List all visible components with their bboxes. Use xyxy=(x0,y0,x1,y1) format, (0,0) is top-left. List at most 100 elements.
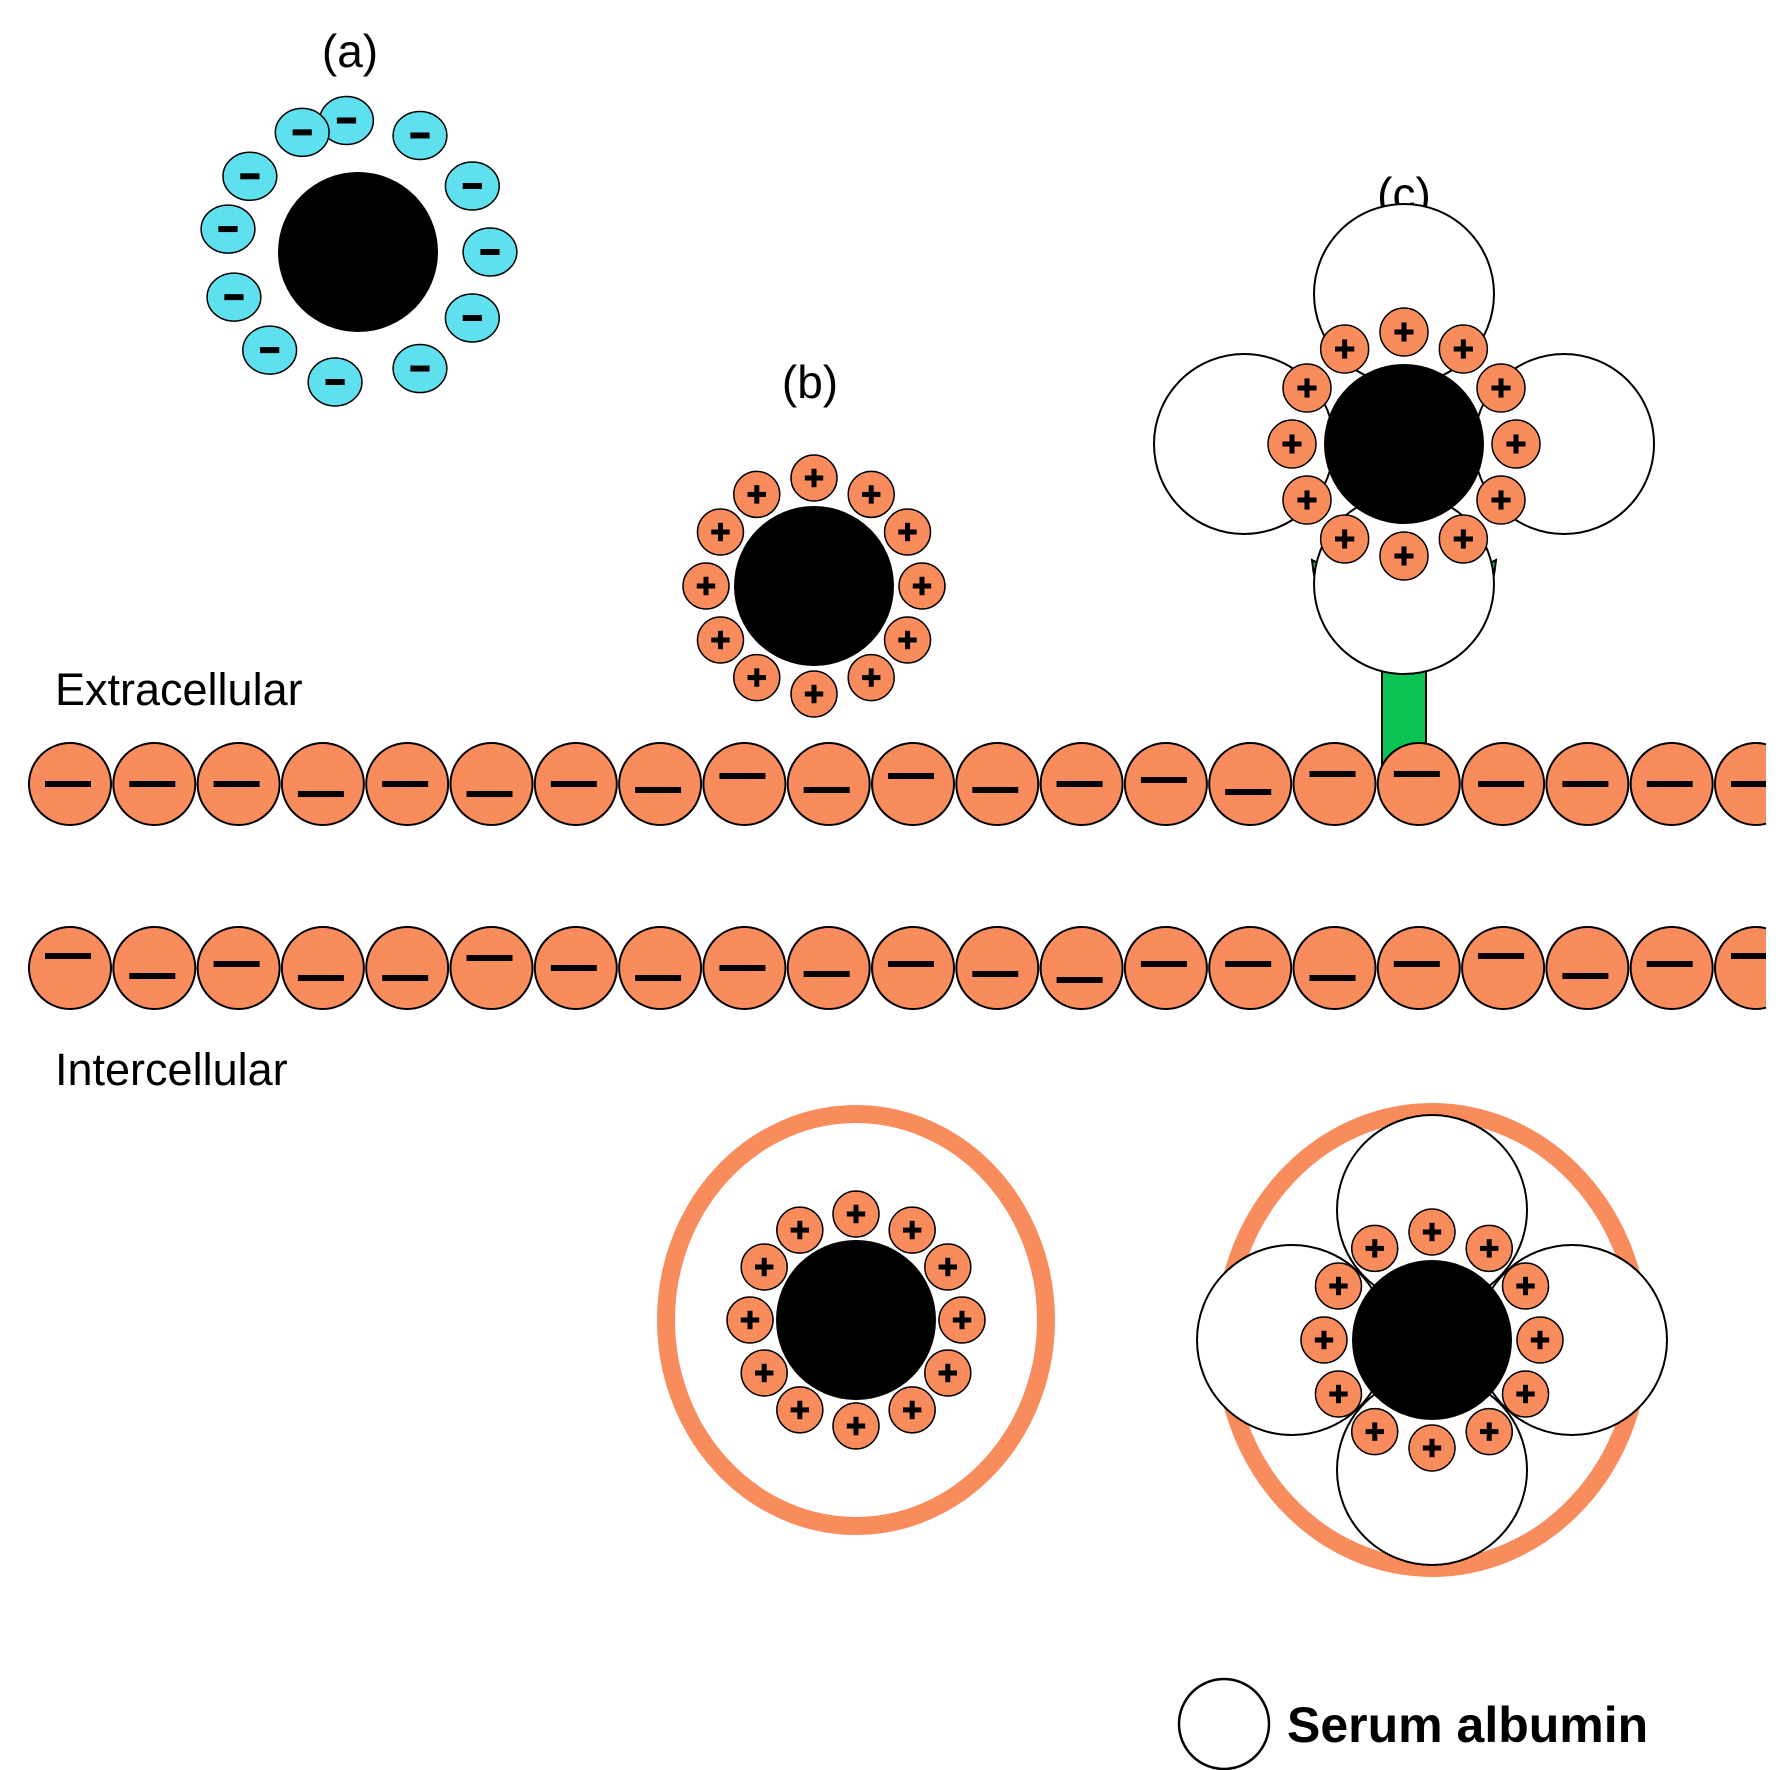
negative-ligand xyxy=(206,272,262,322)
positive-charge-sign xyxy=(1523,1384,1529,1404)
nanoparticle-core xyxy=(776,1240,936,1400)
negative-charge-sign xyxy=(1140,961,1187,967)
positive-ligand xyxy=(733,470,781,519)
negative-charge-sign xyxy=(260,347,280,354)
positive-ligand xyxy=(888,1386,936,1434)
positive-charge-sign xyxy=(754,668,760,687)
lipid-headgroup xyxy=(365,742,450,826)
positive-ligand xyxy=(1351,1224,1399,1273)
endocytic-vesicle-positive-nanoparticle xyxy=(657,1105,1055,1535)
positive-ligand xyxy=(1491,419,1541,469)
positive-ligand xyxy=(1300,1316,1348,1364)
positive-charge-sign xyxy=(1401,322,1407,342)
lipid-headgroup xyxy=(1123,926,1208,1010)
negative-charge-sign xyxy=(719,773,766,779)
positive-charge-sign xyxy=(754,485,760,504)
negative-charge-sign xyxy=(224,294,244,301)
negative-charge-sign xyxy=(1646,961,1693,967)
lipid-headgroup xyxy=(1208,926,1293,1010)
negative-charge-sign xyxy=(45,781,91,787)
intercellular-label: Intercellular xyxy=(55,1044,288,1095)
negative-charge-sign xyxy=(1731,953,1766,959)
negative-charge-sign xyxy=(888,961,934,967)
negative-charge-sign xyxy=(550,781,597,787)
positive-ligand xyxy=(832,1402,880,1450)
positive-ligand xyxy=(1465,1407,1513,1456)
nanoparticle-core xyxy=(1352,1260,1512,1420)
lipid-headgroup xyxy=(1714,926,1766,1010)
lipid-headgroup xyxy=(280,926,365,1010)
negative-charge-sign xyxy=(462,183,482,189)
negative-charge-sign xyxy=(382,781,429,787)
lipid-headgroup xyxy=(871,742,955,826)
positive-ligand xyxy=(1319,324,1370,374)
negative-ligand xyxy=(318,95,375,146)
lipid-headgroup xyxy=(955,926,1040,1010)
nanoparticle-core xyxy=(734,506,894,666)
negative-charge-sign xyxy=(462,315,482,321)
positive-charge-sign xyxy=(761,1363,767,1383)
positive-charge-sign xyxy=(1537,1330,1543,1350)
lipid-headgroup xyxy=(1208,742,1293,826)
serum-albumin-legend-symbol xyxy=(1177,1677,1271,1770)
positive-ligand xyxy=(1516,1316,1564,1364)
positive-charge-sign xyxy=(1429,1222,1435,1242)
lipid-headgroup xyxy=(618,926,703,1010)
negative-charge-sign xyxy=(1056,781,1103,787)
negative-charge-sign xyxy=(325,378,345,385)
legend-label: Serum albumin xyxy=(1287,1697,1648,1753)
positive-ligand xyxy=(1465,1224,1513,1273)
lipid-headgroup xyxy=(1461,926,1546,1010)
positive-charge-sign xyxy=(853,1204,859,1224)
positive-ligand xyxy=(883,508,932,556)
lipid-headgroup xyxy=(449,742,534,826)
positive-ligand xyxy=(1476,475,1526,525)
positive-ligand xyxy=(1351,1407,1399,1456)
panel-label-a: (a) xyxy=(322,25,378,77)
extracellular-label: Extracellular xyxy=(55,664,303,715)
negative-charge-sign xyxy=(1562,781,1609,787)
lipid-headgroup xyxy=(1545,742,1630,826)
positive-charge-sign xyxy=(1335,1276,1341,1296)
negative-charge-sign xyxy=(803,971,850,977)
membrane-outer-leaflet xyxy=(28,742,1766,826)
positive-ligand xyxy=(924,1243,972,1291)
negative-charge-sign xyxy=(213,961,260,967)
positive-ligand xyxy=(1476,363,1526,413)
positive-charge-sign xyxy=(1498,378,1504,398)
negative-charge-sign xyxy=(1056,977,1103,983)
negative-charge-sign xyxy=(803,787,850,793)
positive-ligand xyxy=(1379,307,1429,357)
positive-ligand xyxy=(1501,1370,1550,1418)
positive-ligand xyxy=(1408,1424,1456,1472)
positive-ligand xyxy=(898,562,946,610)
positive-charge-sign xyxy=(1289,434,1295,454)
positive-charge-sign xyxy=(1401,546,1407,566)
lipid-headgroup xyxy=(871,926,955,1010)
negative-charge-sign xyxy=(635,975,682,981)
lipid-headgroup xyxy=(533,742,618,826)
positive-ligand xyxy=(847,653,895,702)
positive-ligand xyxy=(1408,1208,1456,1256)
negative-ligand xyxy=(200,204,256,254)
lipid-headgroup xyxy=(112,742,197,826)
positive-charge-sign xyxy=(868,485,874,504)
lipid-headgroup xyxy=(1629,742,1714,826)
negative-charge-sign xyxy=(1562,973,1609,979)
negative-charge-sign xyxy=(888,773,934,779)
positive-charge-sign xyxy=(1486,1239,1492,1258)
positive-charge-sign xyxy=(1513,434,1519,454)
lipid-headgroup xyxy=(786,742,871,826)
positive-ligand xyxy=(888,1206,936,1254)
positive-charge-sign xyxy=(1304,490,1310,510)
positive-ligand xyxy=(832,1190,880,1238)
lipid-headgroup xyxy=(196,742,281,826)
lipid-headgroup xyxy=(702,926,787,1010)
positive-charge-sign xyxy=(909,1220,915,1240)
albumin-coated-nanoparticle xyxy=(1153,203,1655,675)
positive-ligand xyxy=(790,454,838,502)
negative-charge-sign xyxy=(292,129,312,136)
positive-ligand xyxy=(733,653,781,702)
lipid-headgroup xyxy=(28,742,112,826)
